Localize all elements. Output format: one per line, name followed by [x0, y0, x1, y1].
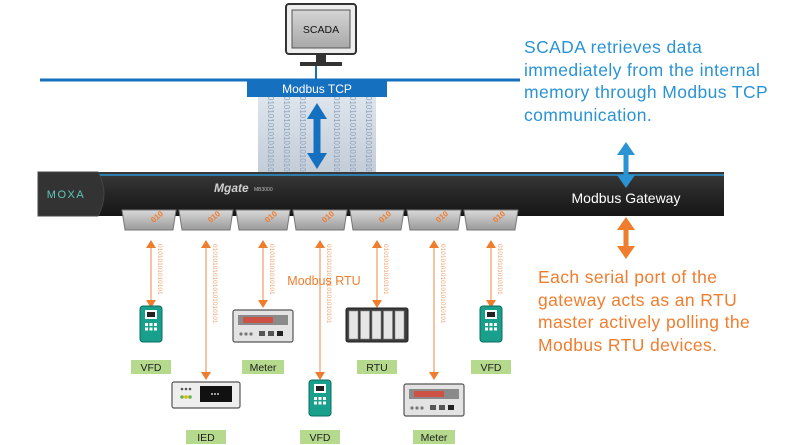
binary-data-column: 01010101010101 — [268, 244, 275, 295]
meter-icon — [232, 309, 294, 343]
device-label-bg — [300, 430, 340, 444]
arrow-down-to-device — [258, 300, 268, 308]
device-label-bg — [357, 360, 397, 374]
binary-data-column: 0101010101010101010101 — [266, 96, 275, 194]
device-label: VFD — [481, 362, 502, 374]
vfd-icon — [479, 305, 503, 343]
arrow-up-to-port — [201, 240, 211, 248]
modbus-tcp-network: Modbus TCP — [40, 66, 520, 97]
arrow-up-to-port — [372, 240, 382, 248]
device-label: VFD — [310, 432, 331, 444]
binary-data-column: 0101010101010101010101 — [211, 244, 218, 324]
mgate-product-logo: Mgate — [214, 181, 249, 195]
gateway-description: Each serial port of the gateway acts as … — [538, 267, 751, 355]
device-label: Meter — [250, 362, 277, 374]
tcp-double-arrow — [307, 103, 327, 169]
arrow-up-to-port — [315, 240, 325, 248]
device-label-bg — [242, 360, 284, 374]
binary-data-column: 0101010101010101010101 — [348, 96, 357, 194]
binary-data-column: 0101010101010101010101 — [439, 244, 446, 324]
side-arrow-orange — [617, 217, 635, 259]
arrow-down-to-device — [315, 372, 325, 380]
serial-port — [463, 209, 519, 231]
gateway-model: MB3000 — [254, 187, 273, 193]
device-label: IED — [197, 432, 215, 444]
side-arrow-blue — [617, 142, 635, 188]
arrow-down-to-device — [372, 300, 382, 308]
serial-port — [235, 209, 291, 231]
arrow-down-to-device — [201, 372, 211, 380]
serial-port — [292, 209, 348, 231]
binary-data-column: 0101010101010101010101 — [325, 244, 332, 324]
arrow-down-to-device — [429, 372, 439, 380]
binary-data-column: 0101010101010101010101 — [298, 96, 307, 194]
device-label: VFD — [141, 362, 162, 374]
binary-data-column: 0101010101010101010101 — [282, 96, 291, 194]
vfd-icon — [308, 379, 332, 417]
meter-icon — [403, 383, 465, 417]
arrow-down-to-device — [146, 300, 156, 308]
arrow-down-to-device — [486, 300, 496, 308]
device-label-bg — [131, 360, 171, 374]
modbus-rtu-label: Modbus RTU — [287, 274, 360, 288]
gateway-name-label: Modbus Gateway — [572, 190, 681, 206]
binary-data-column: 01010101010101 — [382, 244, 389, 295]
binary-data-column: 01010101010101 — [156, 244, 163, 295]
scada-monitor: SCADA — [285, 3, 357, 66]
serial-port — [178, 209, 234, 231]
modbus-tcp-label: Modbus TCP — [282, 82, 352, 96]
device-label: Meter — [421, 432, 448, 444]
scada-label: SCADA — [303, 24, 339, 36]
serial-port — [121, 209, 177, 231]
ied-icon — [171, 381, 241, 409]
arrow-up-to-port — [146, 240, 156, 248]
gateway-device: MOXA Mgate MB3000 Modbus Gateway — [37, 171, 724, 217]
vfd-icon — [139, 305, 163, 343]
binary-data-column: 0101010101010101010101 — [364, 96, 373, 194]
scada-description: SCADA retrieves data immediately from th… — [524, 37, 768, 125]
device-label-bg — [471, 360, 511, 374]
arrow-up-to-port — [429, 240, 439, 248]
moxa-brand-logo: MOXA — [47, 189, 85, 201]
binary-data-column: 0101010101010101010101 — [332, 96, 341, 194]
arrow-up-to-port — [258, 240, 268, 248]
arrow-up-to-port — [486, 240, 496, 248]
serial-port — [349, 209, 405, 231]
rtu-icon — [345, 307, 409, 343]
binary-data-column: 01010101010101 — [496, 244, 503, 295]
device-label: RTU — [366, 362, 387, 374]
device-label-bg — [413, 430, 455, 444]
serial-port — [406, 209, 462, 231]
device-label-bg — [186, 430, 226, 444]
